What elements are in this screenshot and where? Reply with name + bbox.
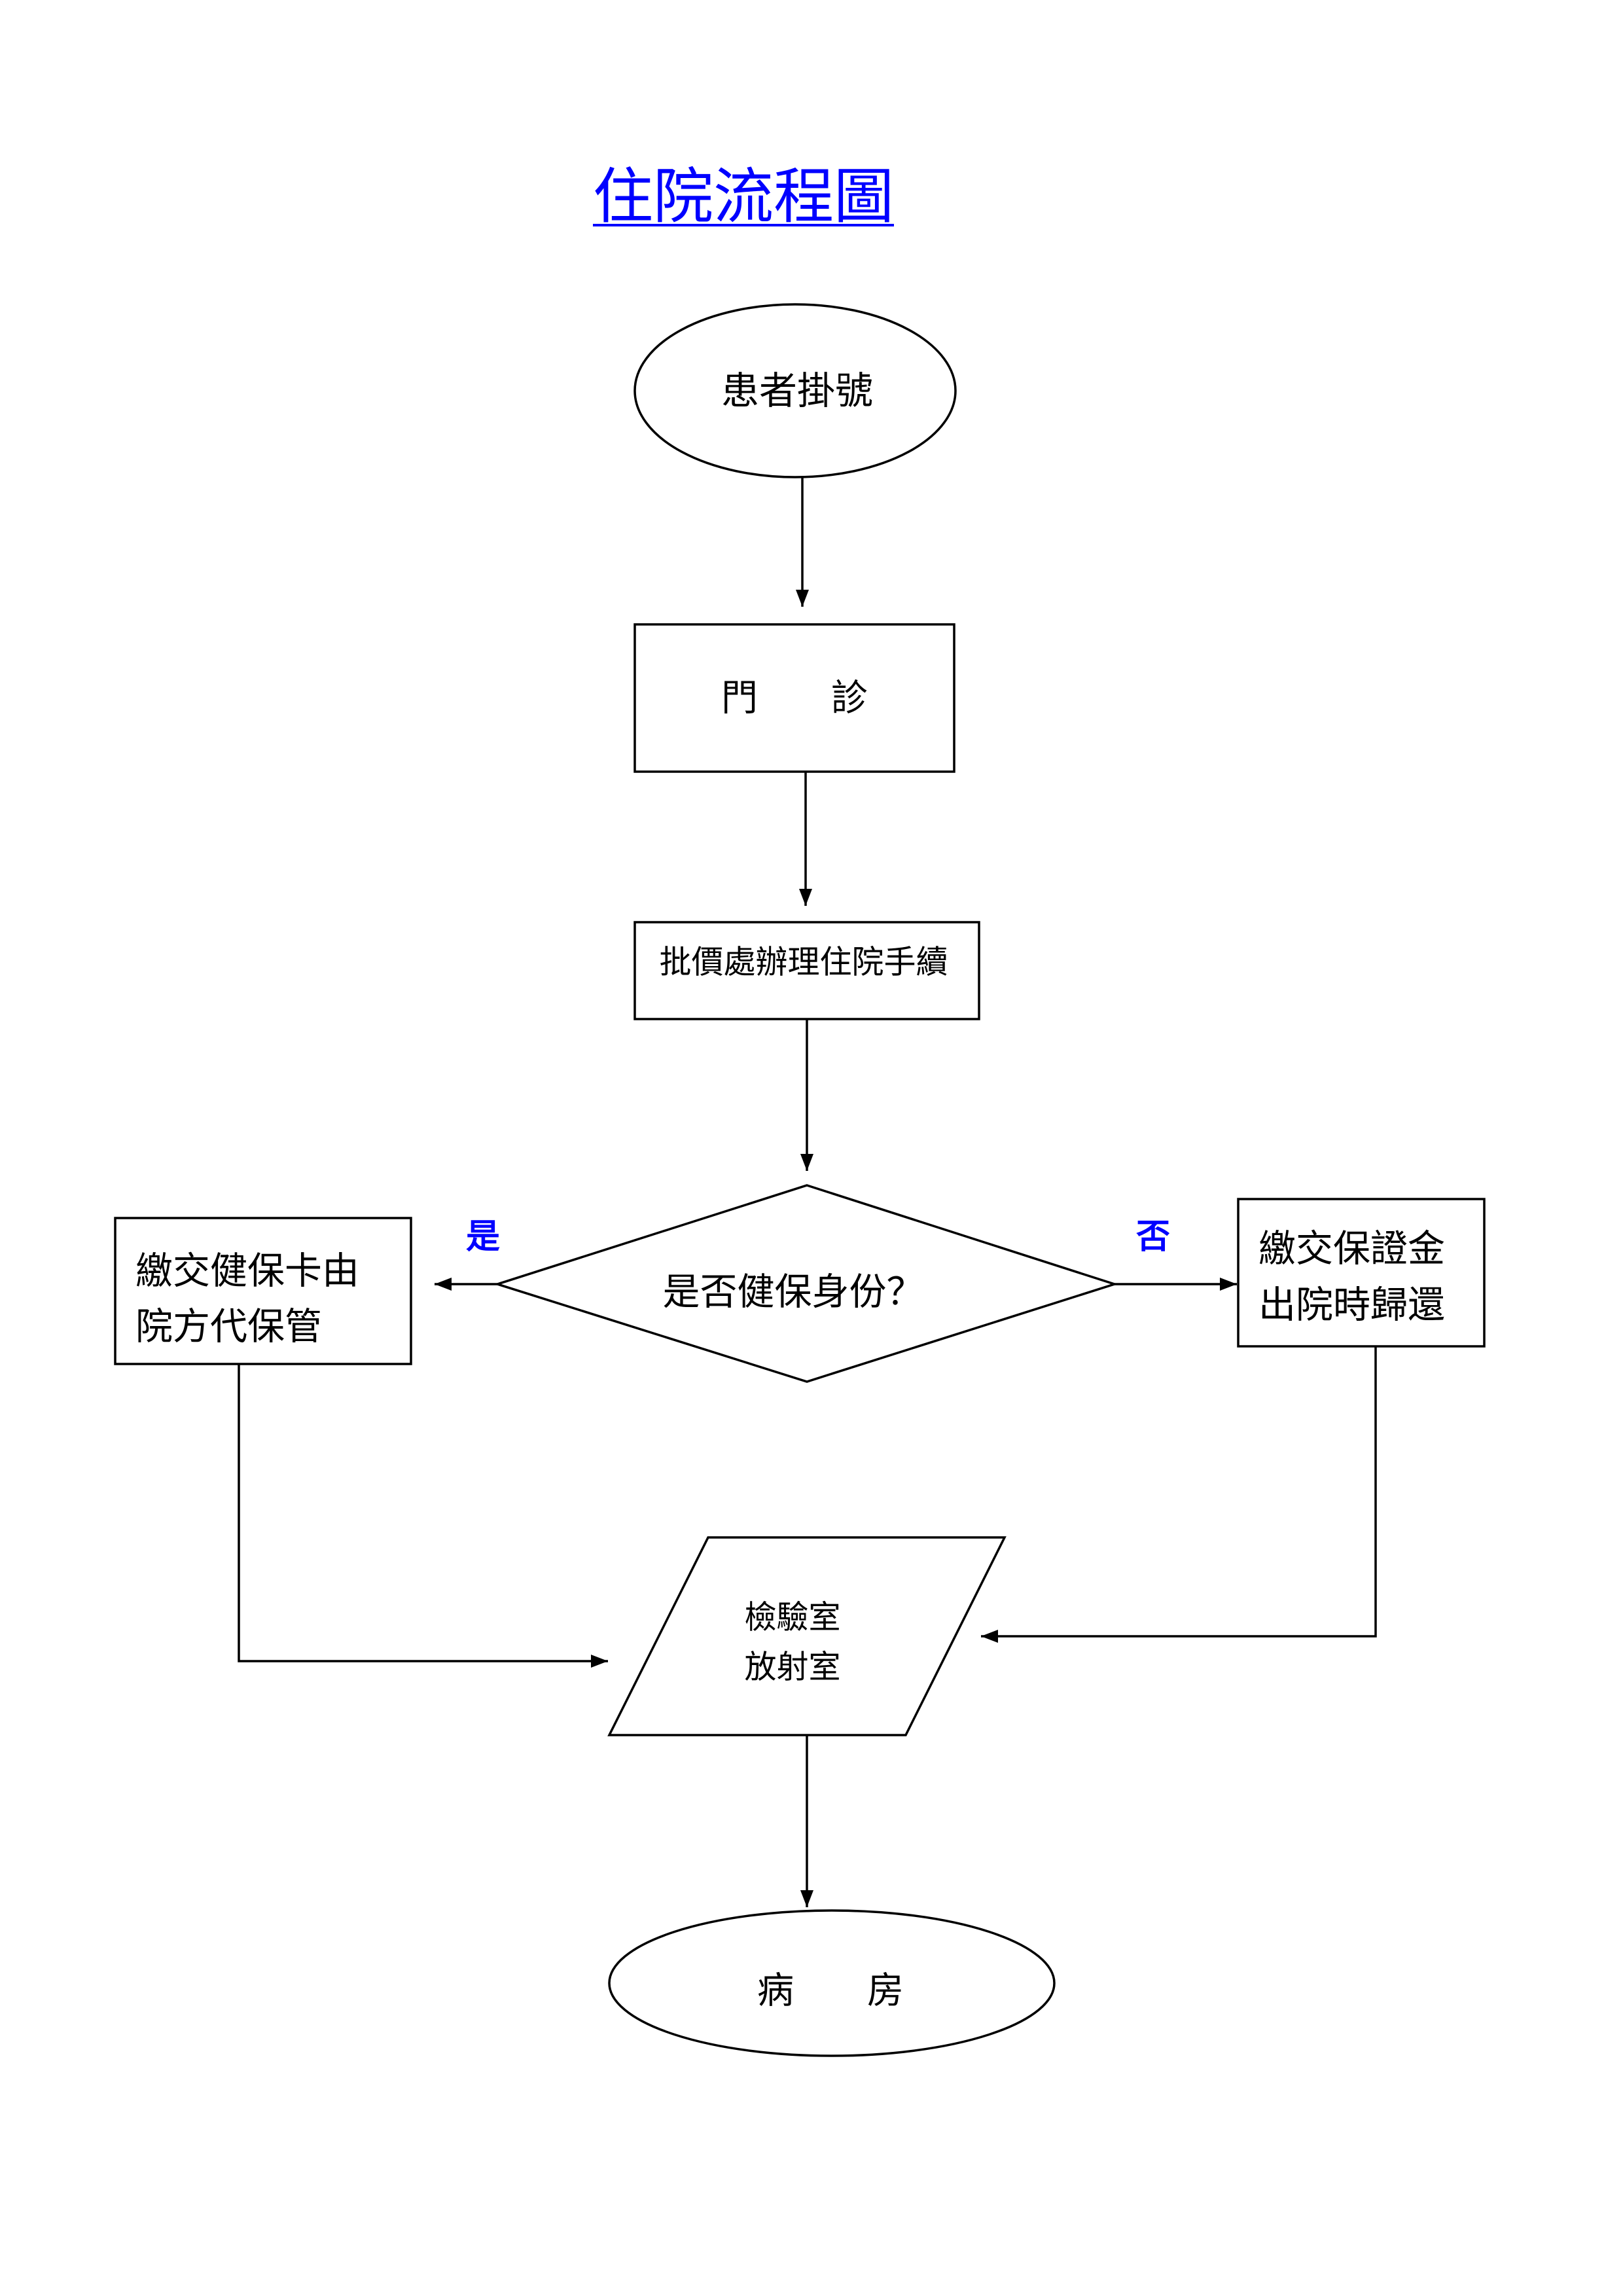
node-decision: 是否健保身份？ bbox=[493, 1184, 1118, 1383]
admission-box bbox=[633, 921, 980, 1020]
node-end: 病 房 bbox=[608, 1909, 1056, 2057]
node-admission: 批價處辦理住院手續 bbox=[633, 921, 980, 1020]
no-branch-line-2: 出院時歸還 bbox=[1258, 1283, 1445, 1327]
no-branch-box bbox=[1237, 1198, 1486, 1348]
decision-diamond bbox=[493, 1184, 1118, 1383]
start-ellipse bbox=[633, 303, 957, 478]
no-branch-line-1: 繳交保證金 bbox=[1258, 1227, 1445, 1270]
outpatient-label: 門 診 bbox=[721, 677, 868, 720]
yes-branch-box bbox=[114, 1217, 412, 1365]
node-lab: 檢驗室 放射室 bbox=[607, 1536, 1007, 1736]
lab-line-2: 放射室 bbox=[744, 1649, 840, 1686]
yes-branch-line-1: 繳交健保卡由 bbox=[135, 1249, 359, 1293]
yes-branch-line-2: 院方代保管 bbox=[135, 1305, 322, 1348]
node-no-branch: 繳交保證金 出院時歸還 bbox=[1237, 1198, 1486, 1348]
node-yes-branch: 繳交健保卡由 院方代保管 bbox=[114, 1217, 412, 1365]
node-outpatient: 門 診 bbox=[633, 623, 955, 773]
page-title: 住院流程圖 bbox=[592, 162, 894, 232]
arrow-no-branch-to-lab bbox=[981, 1346, 1377, 1643]
end-label: 病 房 bbox=[757, 1970, 904, 2013]
lab-parallelogram bbox=[607, 1536, 1007, 1736]
lab-line-1: 檢驗室 bbox=[744, 1599, 840, 1636]
end-ellipse bbox=[608, 1909, 1056, 2057]
start-label: 患者掛號 bbox=[721, 368, 873, 413]
decision-label: 是否健保身份？ bbox=[663, 1270, 924, 1314]
arrow-yes-branch-to-lab bbox=[238, 1364, 608, 1668]
no-branch-label: 否 bbox=[1136, 1217, 1170, 1257]
node-start: 患者掛號 bbox=[633, 303, 957, 478]
admission-label: 批價處辦理住院手續 bbox=[659, 944, 948, 981]
yes-branch-label: 是 bbox=[466, 1217, 500, 1257]
outpatient-box bbox=[633, 623, 955, 773]
